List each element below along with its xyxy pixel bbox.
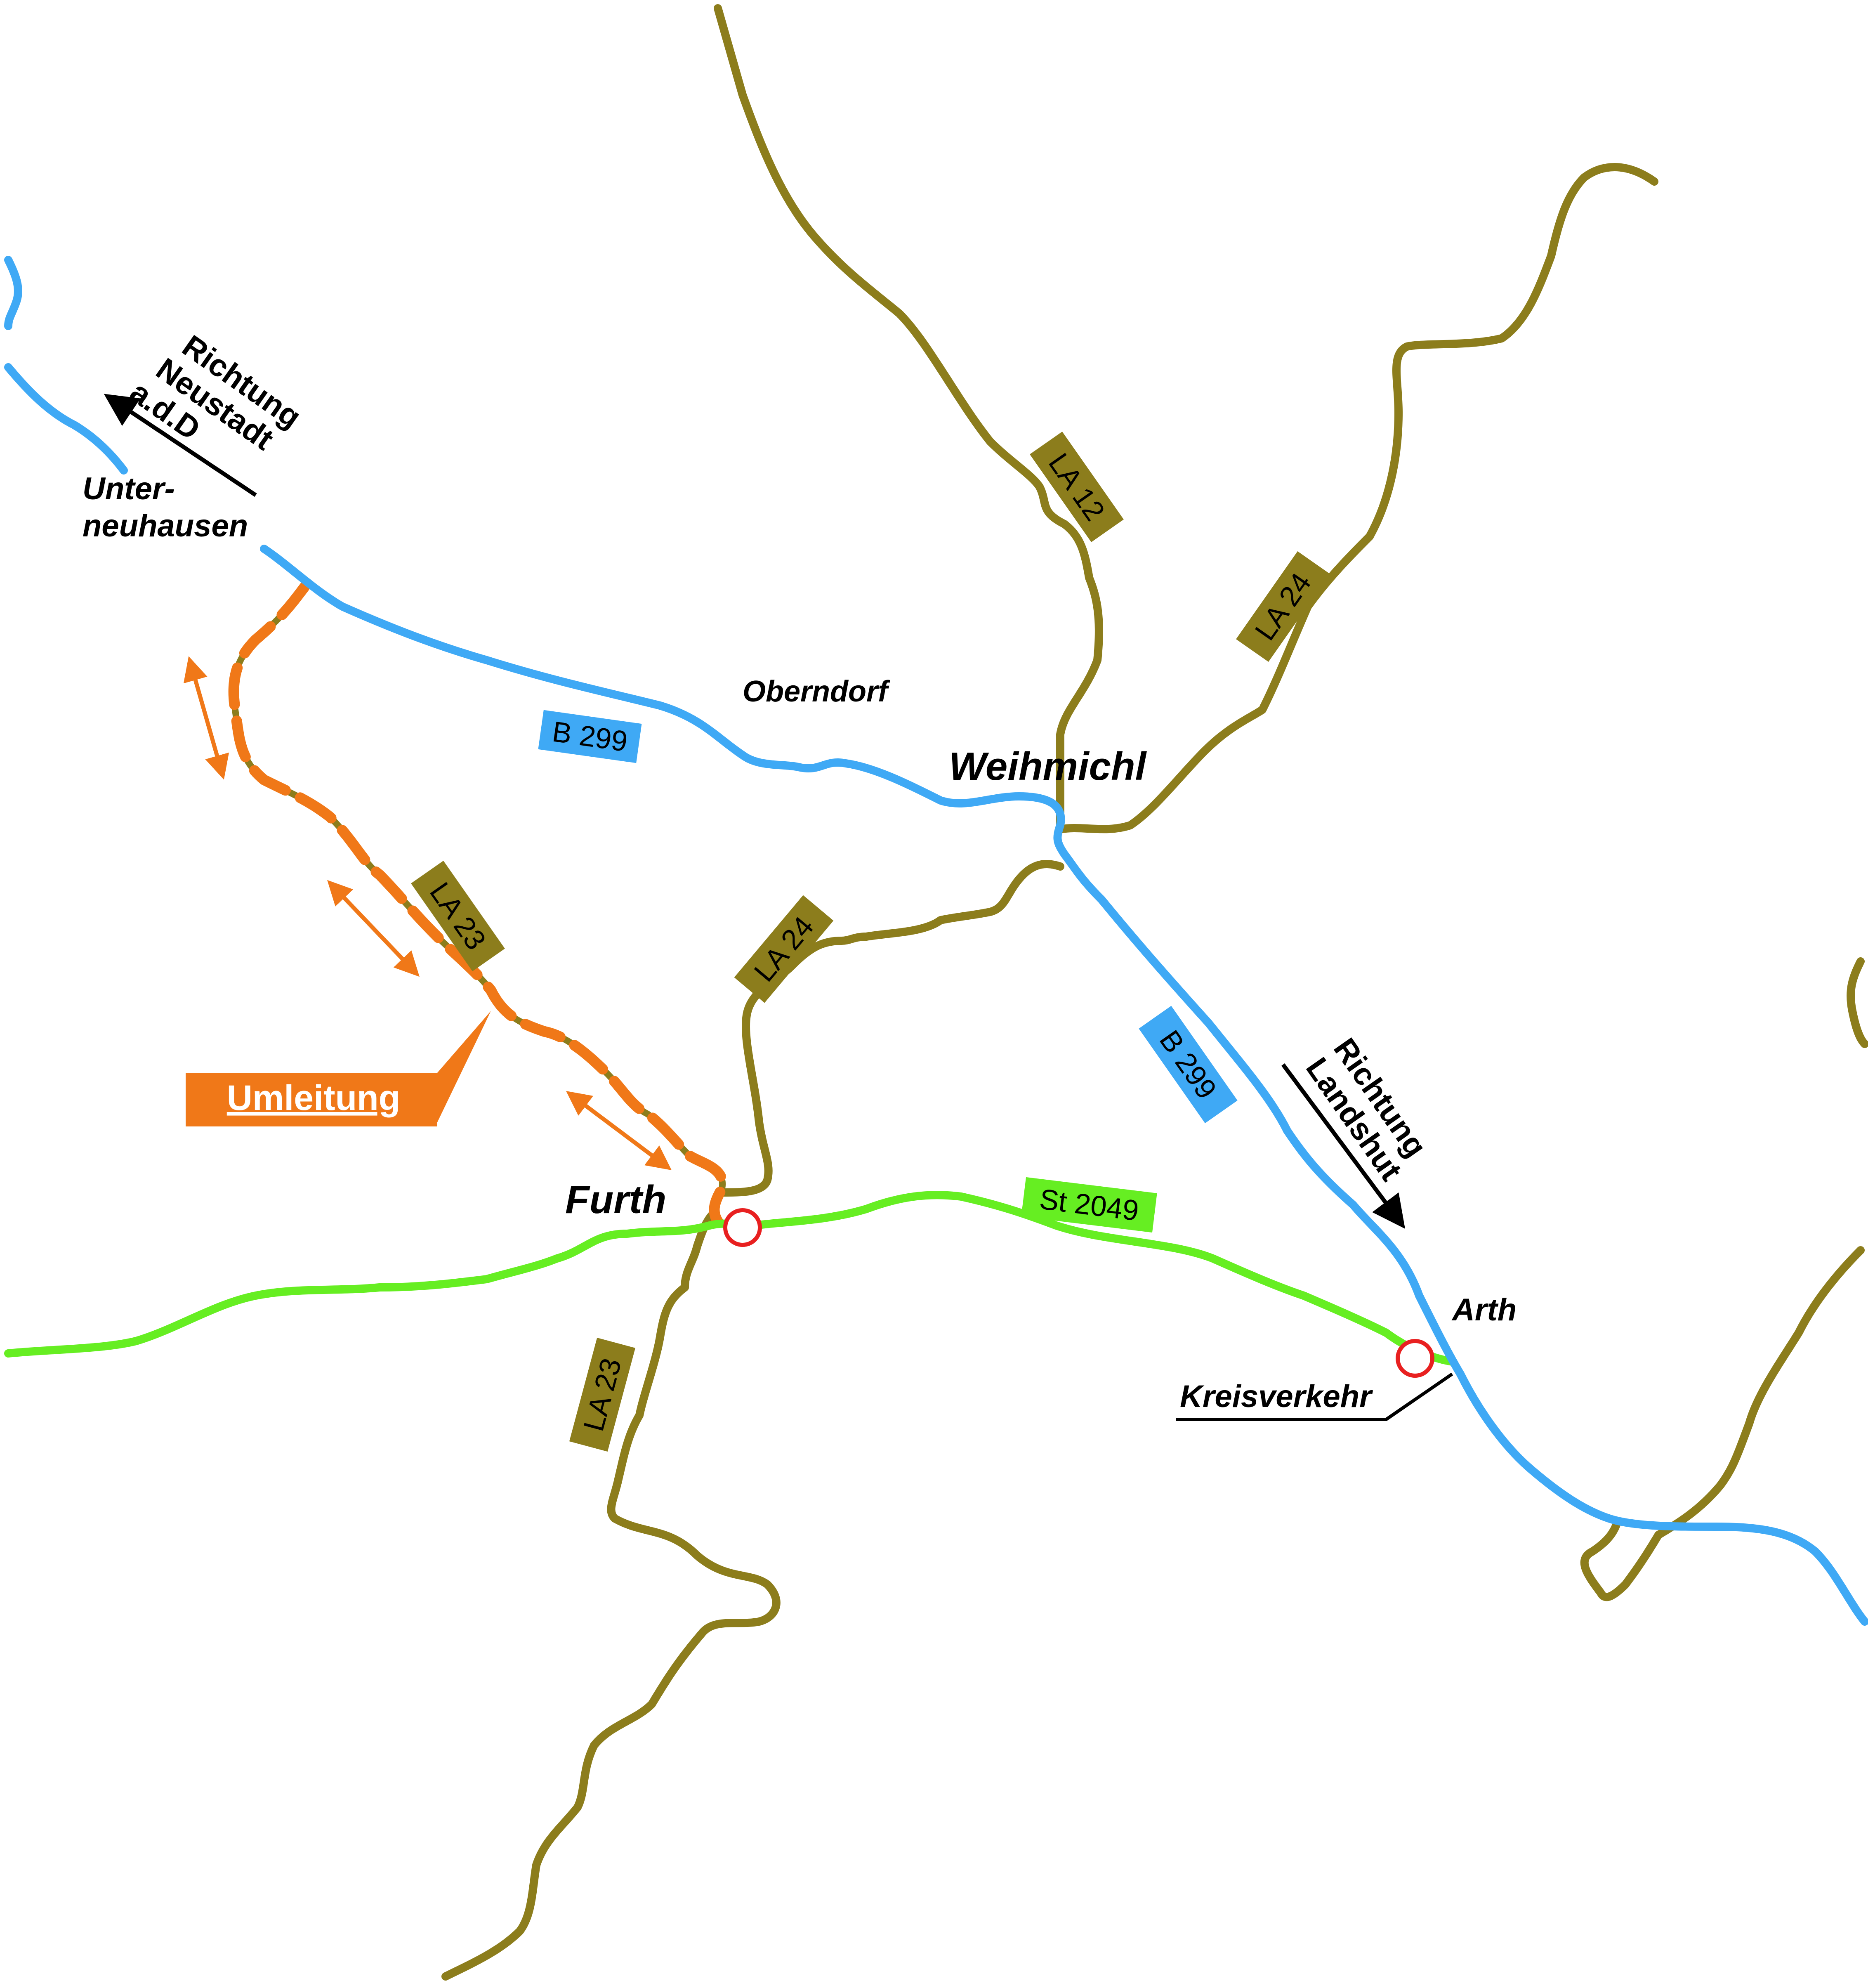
place-oberndorf: Oberndorf <box>743 675 890 708</box>
place-weihmichl: Weihmichl <box>949 744 1147 789</box>
place-unterneuhausen-2: neuhausen <box>83 508 248 543</box>
road-la-southeast <box>1580 1246 1865 1601</box>
arrow-landshut <box>1281 1063 1405 1229</box>
kreisverkehr-leader <box>1176 1372 1453 1421</box>
road-la24-north <box>1056 163 1658 833</box>
road-la12 <box>714 4 1103 829</box>
svg-text:Umleitung: Umleitung <box>227 1078 400 1118</box>
place-furth: Furth <box>565 1178 666 1222</box>
shield-b299-b: B 299 <box>1139 1006 1238 1124</box>
detour-arrow-3 <box>566 1091 672 1170</box>
shield-b299-a: B 299 <box>538 710 642 763</box>
road-la24-south <box>718 860 1064 1197</box>
road-b299 <box>4 363 1868 1626</box>
detour-arrow-2 <box>327 880 420 977</box>
road-la23-south <box>441 1209 781 1981</box>
label-kreisverkehr: Kreisverkehr <box>1180 1379 1373 1414</box>
road-la-east <box>1847 957 1868 1048</box>
road-b299-stub <box>4 256 22 330</box>
detour-arrow-1 <box>183 656 229 780</box>
shield-la24-north: LA 24 <box>1236 551 1330 662</box>
direction-landshut: Richtung Landshut <box>1299 1032 1434 1187</box>
detour-callout: Umleitung <box>186 1011 491 1126</box>
direction-neustadt: Richtung Neustadt a.d.D <box>124 328 307 457</box>
roundabout-furth <box>723 1208 762 1247</box>
arrow-neustadt <box>104 394 257 497</box>
roundabout-arth <box>1396 1339 1434 1378</box>
shield-la23-south: LA 23 <box>569 1338 636 1452</box>
place-arth: Arth <box>1451 1292 1517 1327</box>
place-unterneuhausen-1: Unter- <box>83 471 175 506</box>
shield-st2049: St 2049 <box>1021 1177 1157 1233</box>
